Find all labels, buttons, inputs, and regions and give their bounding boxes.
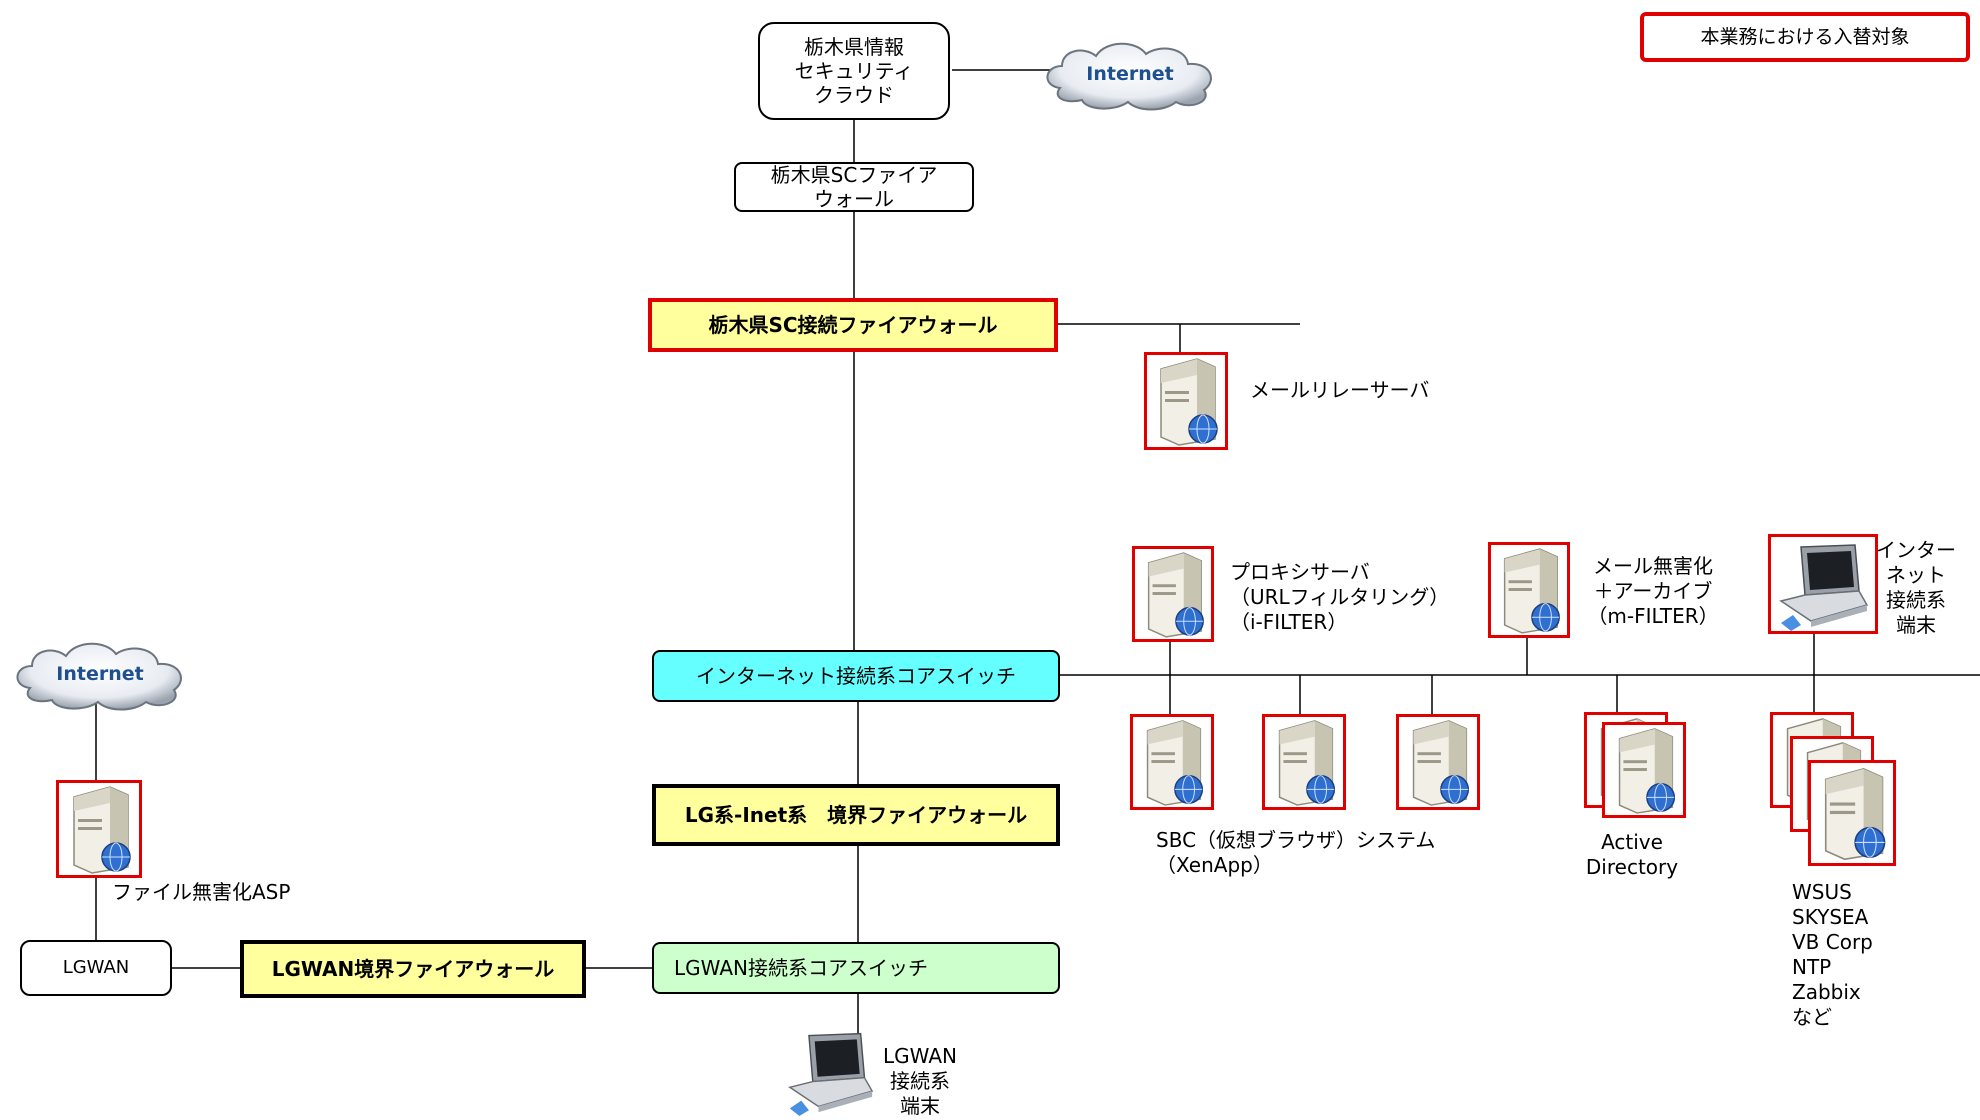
sbc-server-icon-3 <box>1396 714 1480 810</box>
lgwan-firewall-box: LGWAN境界ファイアウォール <box>240 940 586 998</box>
ad-server-icon-2 <box>1602 722 1686 818</box>
lgwan-label: LGWAN <box>62 957 130 979</box>
file-sanitize-server-icon <box>56 780 142 878</box>
mail-relay-label: メールリレーサーバ <box>1250 378 1430 402</box>
sc-firewall-box: 栃木県SCファイア ウォール <box>734 162 974 212</box>
active-directory-label: Active Directory <box>1585 830 1679 879</box>
lgwan-firewall-label: LGWAN境界ファイアウォール <box>271 957 555 981</box>
cloud-icon <box>1046 42 1212 111</box>
inet-core-switch-label: インターネット接続系コアスイッチ <box>696 664 1016 688</box>
sbc-server-icon-2 <box>1262 714 1346 810</box>
lgwan-core-switch-label: LGWAN接続系コアスイッチ <box>674 956 928 980</box>
internet-cloud-top: Internet <box>1040 36 1220 112</box>
sc-connect-firewall-box: 栃木県SC接続ファイアウォール <box>648 298 1058 352</box>
legend-box: 本業務における入替対象 <box>1640 12 1970 62</box>
inet-core-switch-box: インターネット接続系コアスイッチ <box>652 650 1060 702</box>
lg-inet-firewall-label: LG系-Inet系 境界ファイアウォール <box>684 803 1028 827</box>
cloud-icon <box>16 642 182 711</box>
proxy-label: プロキシサーバ （URLフィルタリング） （i-FILTER） <box>1230 560 1450 634</box>
inet-terminal-label: インター ネット 接続系 端末 <box>1876 538 1956 637</box>
legend-label: 本業務における入替対象 <box>1700 25 1910 48</box>
cloud-label: Internet <box>1086 63 1174 85</box>
sbc-server-icon-1 <box>1130 714 1214 810</box>
security-cloud-label: 栃木県情報 セキュリティ クラウド <box>794 35 914 107</box>
lgwan-core-switch-box: LGWAN接続系コアスイッチ <box>652 942 1060 994</box>
lgwan-terminal-laptop-icon <box>778 1026 882 1116</box>
file-sanitize-label: ファイル無害化ASP <box>112 880 291 904</box>
lgwan-box: LGWAN <box>20 940 172 996</box>
security-cloud-box: 栃木県情報 セキュリティ クラウド <box>758 22 950 120</box>
mail-sanitize-server-icon <box>1488 542 1570 638</box>
wsus-label: WSUS SKYSEA VB Corp NTP Zabbix など <box>1792 880 1873 1029</box>
wsus-server-icon-3 <box>1808 760 1896 866</box>
mail-sanitize-label: メール無害化 ＋アーカイブ （m-FILTER） <box>1587 554 1719 628</box>
cloud-label: Internet <box>56 663 144 685</box>
sc-firewall-label: 栃木県SCファイア ウォール <box>770 163 938 211</box>
mail-relay-server-icon <box>1144 352 1228 450</box>
proxy-server-icon <box>1132 546 1214 642</box>
inet-terminal-laptop-icon <box>1768 534 1878 634</box>
sbc-label: SBC（仮想ブラウザ）システム （XenApp） <box>1156 828 1436 877</box>
lgwan-terminal-label: LGWAN 接続系 端末 <box>883 1044 957 1118</box>
sc-connect-firewall-label: 栃木県SC接続ファイアウォール <box>708 313 998 337</box>
lg-inet-firewall-box: LG系-Inet系 境界ファイアウォール <box>652 784 1060 846</box>
internet-cloud-left: Internet <box>10 636 190 712</box>
